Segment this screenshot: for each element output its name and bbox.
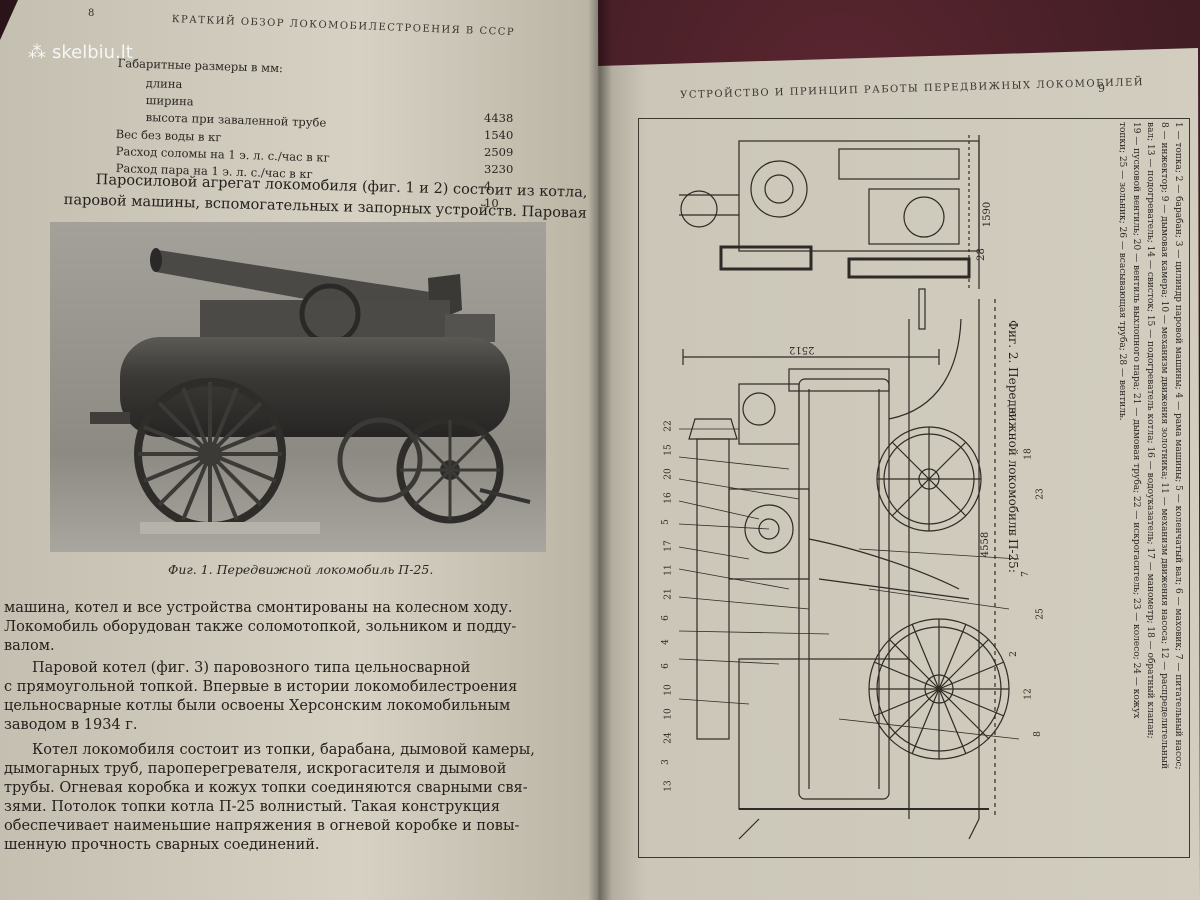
body-line: обеспечивает наименьшие напряжения в огн… [4,818,520,834]
book-gutter [588,0,612,900]
front-wheel [396,416,504,524]
callout-number: 18 [1023,448,1034,460]
callout-number: 16 [663,492,674,504]
callout-number: 8 [1032,731,1043,737]
callout-number: 15 [663,444,674,456]
fig2-caption: Фиг. 2. Передвижной локомобиль П-25: [1006,320,1020,573]
left-running-header: КРАТКИЙ ОБЗОР ЛОКОМОБИЛЕСТРОЕНИЯ В СССР [171,14,516,39]
dimension-width: 2512 [789,344,815,355]
right-page [598,48,1200,900]
callout-number: 24 [663,732,674,744]
body-line: Локомобиль оборудован также соломотопкой… [4,619,517,635]
left-page: 8 КРАТКИЙ ОБЗОР ЛОКОМОБИЛЕСТРОЕНИЯ В ССС… [0,0,600,900]
callout-number: 25 [1035,608,1046,620]
callout-number: 4 [660,639,671,645]
body-line: дымогарных труб, пароперегревателя, искр… [4,761,507,777]
dimension-height: 1590 [982,201,994,228]
spec-label: Вес без воды в кг [115,127,222,145]
right-page-number: 9 [1098,82,1107,95]
locomobile-illustration [50,222,546,552]
spec-label: длина [145,76,183,92]
watermark-logo-icon: ⁂ [28,42,46,63]
callout-number: 20 [663,468,674,480]
callout-number: 5 [660,519,671,525]
fig2-legend-line: 19 — пусковой вентиль; 20 — вентиль выхл… [1131,122,1141,719]
body-line: заводом в 1934 г. [4,717,138,733]
spec-value: 3230 [484,162,514,176]
callout-number: 21 [663,588,674,600]
body-line: Паровой котел (фиг. 3) паровозного типа … [32,660,471,676]
locomobile-technical-drawing [678,135,1020,840]
callout-number: 22 [663,420,674,432]
spec-value: 10 [484,196,499,210]
drawing-rear-wheel [868,618,1010,760]
callout-number: 13 [663,780,674,792]
spec-label: высота при заваленной трубе [145,110,327,130]
callout-number: 6 [660,615,671,621]
callout-number: 17 [663,540,674,552]
callout-number: 7 [1020,571,1031,577]
callout-number: 10 [663,708,674,720]
spec-value: 2509 [484,145,514,159]
body-line: трубы. Огневая коробка и кожух топки сое… [4,780,528,796]
specs-title: Габаритные размеры в мм: [117,56,284,76]
watermark-text: skelbiu.lt [52,42,133,63]
spec-value: 4 [484,179,492,193]
body-line: цельносварные котлы были освоены Херсонс… [4,698,511,714]
callout-number: 12 [1023,688,1034,700]
fig2-legend-line: вал; 13 — подогреватель; 14 — свисток; 1… [1145,122,1155,739]
left-page-number: 8 [88,8,96,19]
body-line: машина, котел и все устройства смонтиров… [4,600,513,616]
body-line: шенную прочность сварных соединений. [4,837,320,853]
callout-number: 3 [660,759,671,765]
plan-view [679,135,980,289]
callout-number: 10 [663,684,674,696]
body-line: с прямоугольной топкой. Впервые в истори… [4,679,518,695]
callout-number: 11 [663,564,674,576]
drawing-front-wheel [876,426,982,532]
dimension-small: 28 [975,248,987,261]
rear-wheel [134,378,286,530]
fig2-legend-line: топки; 25 — зольник; 26 — всасывающая тр… [1117,122,1127,421]
callout-number: 6 [660,663,671,669]
locomobile-photo [50,222,546,552]
spec-label: ширина [145,93,194,109]
dimension-length: 4558 [980,531,992,558]
fig2-legend-line: 8 — инжектор; 9 — дымовая камера; 10 — м… [1159,122,1169,770]
watermark: ⁂ skelbiu.lt [28,42,133,63]
fig1-caption: Фиг. 1. Передвижной локомобиль П-25. [168,562,434,577]
callout-number: 23 [1035,488,1046,500]
side-view [688,288,1010,840]
body-line: Котел локомобиля состоит из топки, бараб… [32,742,535,758]
fig2-legend: 1 — топка; 2 — барабан; 3 — цилиндр паро… [1115,122,1185,842]
fig2-legend-line: 1 — топка; 2 — барабан; 3 — цилиндр паро… [1173,122,1183,770]
body-line: валом. [4,638,55,654]
body-line: зями. Потолок топки котла П-25 волнистый… [4,799,500,815]
callout-number: 2 [1008,651,1019,657]
spec-value: 4438 [484,111,514,125]
spec-value: 1540 [484,128,514,142]
